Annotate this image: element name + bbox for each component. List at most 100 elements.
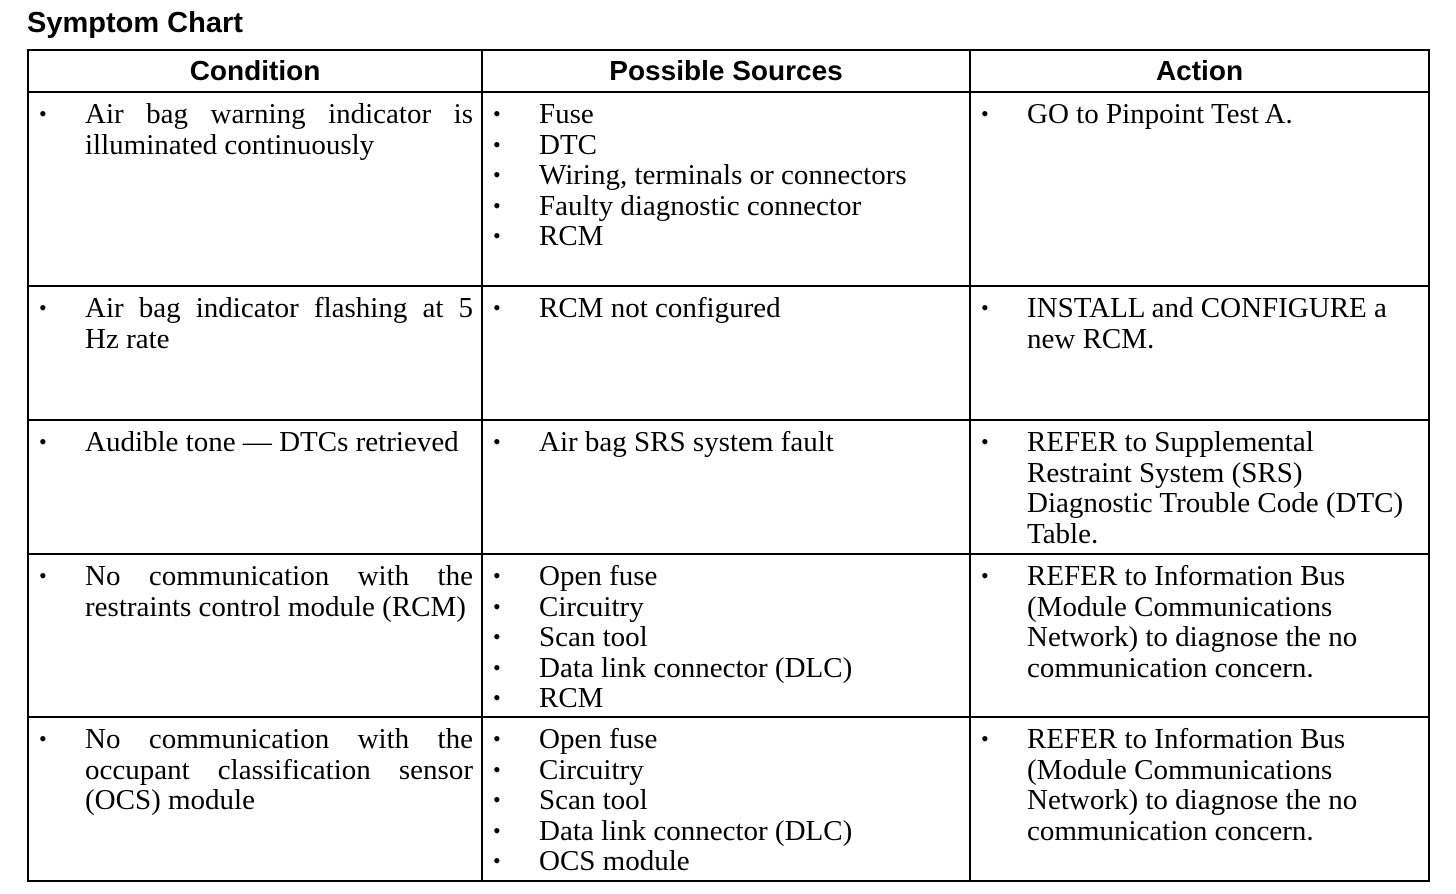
list-item: •Open fuse [493,561,961,592]
bullet-icon: • [493,624,501,649]
possible-sources-list: •Open fuse•Circuitry•Scan tool•Data link… [483,718,969,877]
list-item: • RCM [493,221,961,252]
list-item: • Audible tone — DTCs retrieved [39,427,473,458]
symptom-chart-table: Condition Possible Sources Action •Air b… [27,49,1430,882]
action-list: •REFER to Information Bus (Module Commun… [971,718,1428,846]
condition-cell: • No communication with the occupant clas… [27,716,483,882]
list-item: •REFER to Information Bus (Module Commun… [981,724,1406,846]
possible-sources-text: OCS module [539,845,690,877]
bullet-icon: • [39,563,47,588]
header-row: Condition Possible Sources Action [27,49,1430,93]
table-row: • Air bag indicator flashing at 5 Hz rate… [27,285,1430,421]
condition-text: Air bag warning indicator is illuminated… [85,98,473,161]
possible-sources-cell: •Open fuse•Circuitry•Scan tool•Data link… [481,553,971,718]
action-cell: • INSTALL and CONFIGURE a new RCM. [969,285,1430,421]
bullet-icon: • [493,295,501,320]
list-item: •Scan tool [493,785,961,816]
list-item: • REFER to Supplemental Restraint System … [981,427,1406,549]
action-list: •REFER to Information Bus (Module Commun… [971,555,1428,683]
list-item: • Circuitry [493,590,961,623]
condition-text: No communication with the occupant class… [85,723,473,816]
possible-sources-list: •Open fuse•Circuitry•Scan tool•Data link… [483,555,969,714]
list-item: • INSTALL and CONFIGURE a new RCM. [981,293,1406,354]
list-item: • Data link connector (DLC) [493,814,961,847]
bullet-icon: • [39,429,47,454]
possible-sources-text: Scan tool [539,784,648,816]
possible-sources-text: Scan tool [539,621,648,653]
condition-cell: • Air bag indicator flashing at 5 Hz rate [27,285,483,421]
action-text: REFER to Information Bus (Module Communi… [1027,560,1358,684]
table-row: •No communication with the restraints co… [27,553,1430,718]
action-list: •GO to Pinpoint Test A. [971,93,1428,130]
list-item: •Air bag SRS system fault [493,427,961,458]
bullet-icon: • [39,295,47,320]
list-item: •Wiring, terminals or connectors [493,160,961,191]
possible-sources-text: Data link connector (DLC) [539,651,853,684]
list-item: • DTC [493,128,961,161]
possible-sources-cell: •Open fuse•Circuitry•Scan tool•Data link… [481,716,971,882]
bullet-icon: • [493,817,501,843]
bullet-icon: • [493,726,501,751]
action-list: • REFER to Supplemental Restraint System … [971,421,1428,549]
action-cell: •REFER to Information Bus (Module Commun… [969,716,1430,882]
possible-sources-text: RCM [539,682,604,714]
table-row: • Audible tone — DTCs retrieved •Air bag S… [27,419,1430,555]
action-text: REFER to Supplemental Restraint System (… [1027,426,1404,550]
possible-sources-text: RCM [539,220,604,252]
bullet-icon: • [981,429,989,454]
possible-sources-text: DTC [539,128,597,161]
action-text: INSTALL and CONFIGURE a new RCM. [1027,292,1387,355]
bullet-icon: • [493,593,501,619]
list-item: • Air bag warning indicator is illuminate… [39,99,473,160]
action-list: • INSTALL and CONFIGURE a new RCM. [971,287,1428,354]
list-item: • No communication with the occupant clas… [39,724,473,816]
bullet-icon: • [493,756,501,782]
bullet-icon: • [493,162,501,187]
condition-list: •No communication with the restraints co… [29,555,481,622]
table-body: • Air bag warning indicator is illuminate… [27,91,1430,882]
bullet-icon: • [493,101,501,126]
possible-sources-text: Data link connector (DLC) [539,814,853,847]
condition-text: Audible tone — DTCs retrieved [85,426,459,458]
possible-sources-list: •RCM not configured [483,287,969,324]
column-header-condition: Condition [27,49,483,93]
bullet-icon: • [493,563,501,588]
action-text: REFER to Information Bus (Module Communi… [1027,723,1358,847]
condition-cell: • Audible tone — DTCs retrieved [27,419,483,555]
list-item: • Circuitry [493,753,961,786]
possible-sources-cell: •RCM not configured [481,285,971,421]
action-cell: •GO to Pinpoint Test A. [969,91,1430,287]
action-cell: • REFER to Supplemental Restraint System … [969,419,1430,555]
bullet-icon: • [39,726,47,751]
possible-sources-text: Circuitry [539,590,644,623]
action-text: GO to Pinpoint Test A. [1027,98,1293,130]
list-item: •Open fuse [493,724,961,755]
condition-list: • Air bag warning indicator is illuminate… [29,93,481,160]
bullet-icon: • [493,131,501,157]
list-item: • Scan tool [493,622,961,653]
table-row: • Air bag warning indicator is illuminate… [27,91,1430,287]
possible-sources-list: •Fuse•DTC•Wiring, terminals or connector… [483,93,969,252]
possible-sources-text: Faulty diagnostic connector [539,189,862,222]
possible-sources-cell: •Air bag SRS system fault [481,419,971,555]
possible-sources-text: Circuitry [539,753,644,786]
condition-cell: •No communication with the restraints co… [27,553,483,718]
column-header-possible-sources: Possible Sources [481,49,971,93]
page-title: Symptom Chart [27,7,243,39]
list-item: •RCM not configured [493,293,961,324]
condition-list: • Air bag indicator flashing at 5 Hz rate [29,287,481,354]
bullet-icon: • [981,295,989,320]
list-item: •Faulty diagnostic connector [493,189,961,222]
table-row: • No communication with the occupant clas… [27,716,1430,882]
possible-sources-list: •Air bag SRS system fault [483,421,969,458]
condition-cell: • Air bag warning indicator is illuminate… [27,91,483,287]
condition-list: • No communication with the occupant clas… [29,718,481,816]
condition-text: Air bag indicator flashing at 5 Hz rate [85,292,473,355]
list-item: •GO to Pinpoint Test A. [981,99,1406,130]
list-item: •No communication with the restraints co… [39,561,473,622]
list-item: •Fuse [493,99,961,130]
bullet-icon: • [493,848,501,873]
bullet-icon: • [39,101,47,126]
bullet-icon: • [493,223,501,248]
list-item: • Air bag indicator flashing at 5 Hz rate [39,293,473,354]
